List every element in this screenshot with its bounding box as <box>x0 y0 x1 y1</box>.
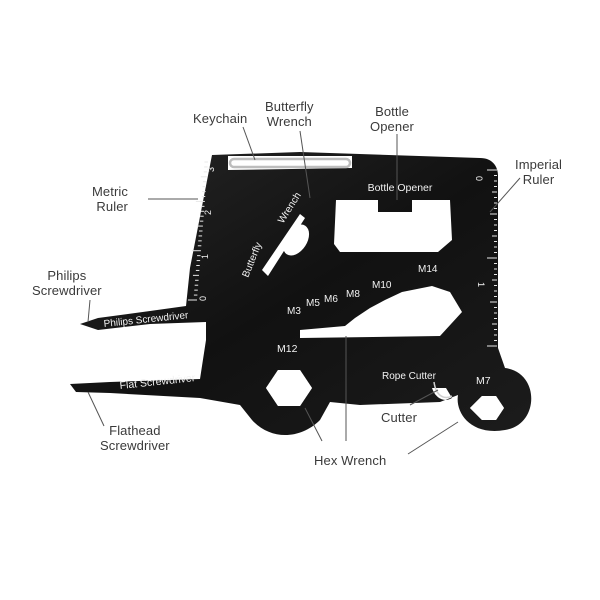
engraved-bottle-opener: Bottle Opener <box>368 182 433 194</box>
callout-imperial-ruler-line2: Ruler <box>522 172 555 187</box>
callout-philips-screwdriver: Philips Screwdriver <box>32 268 102 298</box>
callout-hex-wrench-text: Hex Wrench <box>314 453 387 468</box>
metric-tick-0: 0 <box>198 296 208 301</box>
callout-butterfly-wrench: Butterfly Wrench <box>265 99 314 129</box>
cutter-edge <box>433 381 453 399</box>
hex-size-m14: M14 <box>418 264 438 275</box>
callout-philips-line2: Screwdriver <box>32 283 102 298</box>
leader-lines <box>87 126 521 455</box>
metric-ruler-ticks <box>188 161 208 301</box>
butterfly-wrench-cutout <box>282 224 310 256</box>
leader-hex-wrench-m12 <box>304 407 323 442</box>
imperial-tick-0: 0 <box>474 176 484 181</box>
callout-flathead-line2: Screwdriver <box>100 438 170 453</box>
callout-bottle-opener: Bottle Opener <box>370 104 414 134</box>
callout-imperial-ruler-line1: Imperial <box>515 157 563 172</box>
hex-size-m5: M5 <box>306 298 320 309</box>
metric-tick-2: 2 <box>203 210 213 215</box>
callout-metric-ruler: Metric Ruler <box>92 184 128 214</box>
metric-tick-3: 3 <box>206 167 216 172</box>
metric-tick-1: 1 <box>200 254 210 259</box>
callout-flathead-screwdriver: Flathead Screwdriver <box>100 423 170 453</box>
callout-bottle-opener-line2: Opener <box>370 119 414 134</box>
tool-body <box>70 152 532 435</box>
engraved-rope-cutter: Rope Cutter <box>382 371 437 382</box>
callout-imperial-ruler: Imperial Ruler <box>515 157 562 187</box>
callout-keychain-text: Keychain <box>193 111 248 126</box>
engraved-m7: M7 <box>476 375 491 387</box>
hex-size-m6: M6 <box>324 294 338 305</box>
leader-flathead-screwdriver <box>87 391 105 427</box>
leader-philips-screwdriver <box>87 299 91 323</box>
leader-hex-wrench-m7 <box>407 421 459 455</box>
callout-flathead-line1: Flathead <box>109 423 161 438</box>
metric-ruler-numbers: 0 1 2 3 <box>198 167 216 301</box>
imperial-ruler-ticks <box>487 169 497 347</box>
hex-wrench-m7-hole <box>470 396 504 420</box>
leader-cutter <box>409 389 439 406</box>
imperial-tick-1: 1 <box>476 282 486 287</box>
leader-imperial-ruler <box>489 177 521 213</box>
hex-wrench-m12-hole <box>266 370 312 406</box>
keychain-slot-highlight <box>228 157 352 169</box>
callout-hex-wrench: Hex Wrench <box>314 453 386 468</box>
callout-cutter: Cutter <box>381 410 417 425</box>
callout-bottle-opener-line1: Bottle <box>375 104 409 119</box>
callout-butterfly-wrench-line2: Wrench <box>266 114 312 129</box>
leader-butterfly-wrench <box>299 130 311 199</box>
imperial-ruler-numbers: 0 1 <box>474 176 486 287</box>
callout-keychain: Keychain <box>193 111 247 126</box>
hex-size-m8: M8 <box>346 289 360 300</box>
hex-size-m10: M10 <box>372 280 392 291</box>
callout-metric-ruler-line2: Ruler <box>96 199 128 214</box>
leader-keychain <box>242 126 256 161</box>
hex-size-m3: M3 <box>287 306 301 317</box>
callout-metric-ruler-line1: Metric <box>92 184 128 199</box>
callout-butterfly-wrench-line1: Butterfly <box>265 99 314 114</box>
engraved-m12: M12 <box>277 343 298 355</box>
callout-cutter-text: Cutter <box>381 410 418 425</box>
callout-philips-line1: Philips <box>47 268 87 283</box>
hex-size-steps: M3 M5 M6 M8 M10 M14 <box>287 264 438 317</box>
